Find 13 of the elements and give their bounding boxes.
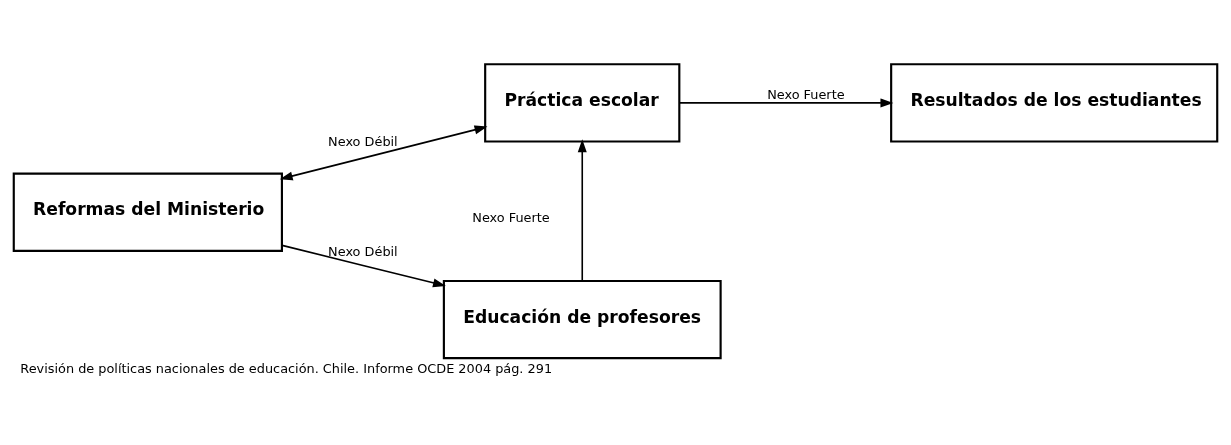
node-box: Práctica escolar: [484, 63, 681, 143]
arrow: [281, 244, 446, 288]
node-box: Educación de profesores: [442, 279, 722, 360]
arrow: [678, 98, 894, 108]
edge-label: Nexo Fuerte: [472, 209, 550, 225]
arrow: [279, 125, 488, 181]
edge-label: Nexo Débil: [328, 243, 398, 259]
node-box: Reformas del Ministerio: [12, 172, 283, 252]
edge-label: Nexo Débil: [328, 134, 398, 150]
arrow: [577, 139, 587, 282]
edge-label: Nexo Fuerte: [767, 87, 845, 103]
node-box: Resultados de los estudiantes: [890, 63, 1219, 143]
caption: Revisión de políticas nacionales de educación. Chile. Informe OCDE 2004 pág. 291: [20, 360, 553, 376]
